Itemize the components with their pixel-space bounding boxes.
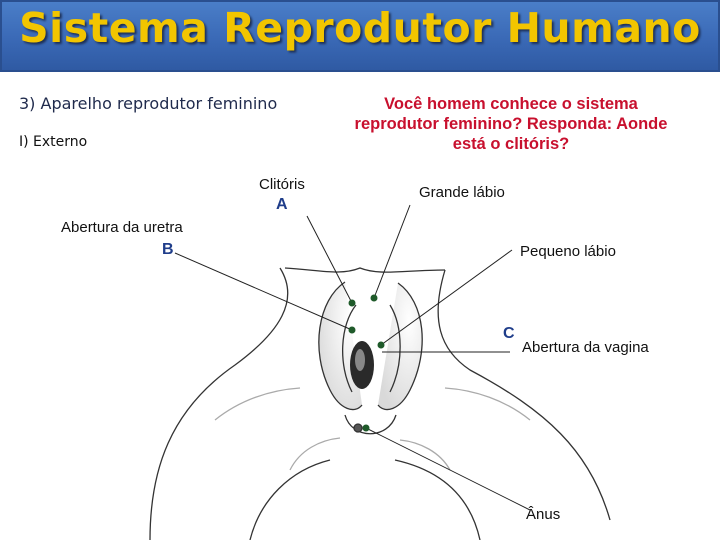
- labia-minor-leader: [380, 249, 513, 346]
- label-anus: Ânus: [526, 506, 561, 523]
- label-clitoris: Clitóris: [259, 176, 305, 193]
- question-text: Você homem conhece o sistema reprodutor …: [354, 95, 668, 153]
- vaginal-opening: [350, 341, 374, 389]
- letter-a: A: [276, 196, 288, 213]
- label-urethra: Abertura da uretra: [61, 219, 183, 236]
- letter-c: C: [503, 325, 515, 342]
- subsection-title: I) Externo: [19, 134, 88, 150]
- page-title: Sistema Reprodutor Humano: [19, 4, 701, 52]
- title-banner: [0, 0, 720, 72]
- labia-minor-dot: [377, 341, 385, 349]
- urethra-dot: [348, 326, 356, 334]
- letter-b: B: [162, 241, 174, 258]
- anus-leader: [365, 427, 531, 511]
- label-labia-major: Grande lábio: [419, 184, 505, 201]
- pointer-lines: [174, 204, 531, 511]
- pointer-dots: [348, 294, 385, 432]
- clitoris-dot: [348, 299, 356, 307]
- labia-major-dot: [370, 294, 378, 302]
- urethra-leader: [174, 252, 353, 331]
- labia-major-leader: [373, 204, 411, 299]
- section-title: 3) Aparelho reprodutor feminino: [19, 94, 278, 113]
- label-vagina: Abertura da vagina: [522, 339, 649, 356]
- label-labia-minor: Pequeno lábio: [520, 243, 616, 260]
- body-outline: [149, 267, 611, 540]
- anus-dot: [362, 424, 370, 432]
- clitoris-leader: [306, 215, 353, 304]
